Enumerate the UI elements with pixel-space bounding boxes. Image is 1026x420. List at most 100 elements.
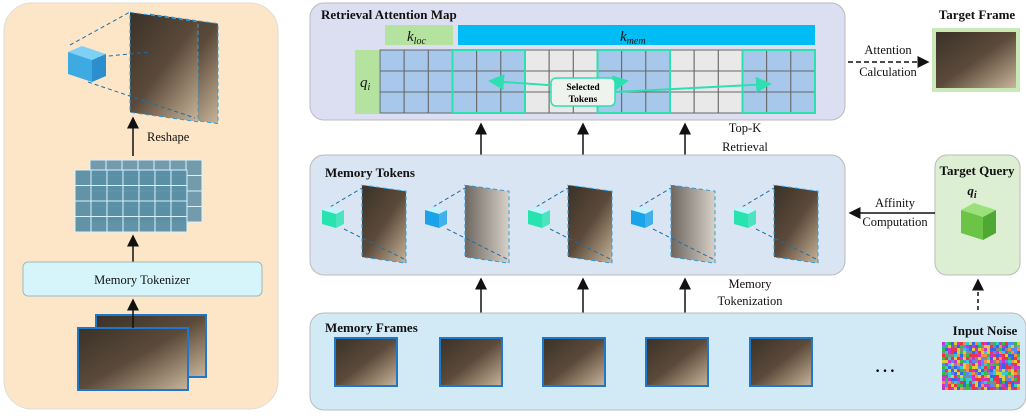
memory-tokenizer-box bbox=[22, 261, 263, 297]
attention-cell bbox=[693, 70, 719, 93]
target-frame-image bbox=[936, 32, 1016, 88]
target-query-panel: Target Query qi bbox=[934, 154, 1021, 276]
selected-tokens-label-2: Tokens bbox=[569, 95, 598, 105]
memory-token-items bbox=[322, 184, 819, 264]
attention-cell bbox=[403, 91, 429, 114]
memory-frames-panel: Memory Frames … Input Noise bbox=[309, 312, 1026, 411]
attention-cell bbox=[379, 70, 405, 93]
attention-cell bbox=[790, 49, 816, 72]
attention-cell bbox=[669, 49, 695, 72]
attention-cell bbox=[693, 91, 719, 114]
memory-frame bbox=[542, 337, 606, 387]
token-frame bbox=[567, 184, 613, 264]
retrieval-attention-map: Retrieval Attention Map kloc kmem qi Sel… bbox=[309, 2, 846, 121]
k-loc-header bbox=[385, 25, 453, 45]
left-panel: Reshape Memory Tokenizer bbox=[3, 2, 279, 410]
input-noise-image bbox=[942, 342, 1020, 390]
target-query-title: Target Query bbox=[940, 163, 1015, 178]
affinity-line2: Computation bbox=[862, 215, 928, 229]
attention-cell bbox=[524, 70, 550, 93]
memory-token-item bbox=[631, 184, 716, 264]
attention-calc-line2: Calculation bbox=[859, 65, 917, 79]
memory-token-item bbox=[734, 184, 819, 264]
attention-calc-line1: Attention bbox=[864, 43, 912, 57]
token-cube-icon bbox=[528, 206, 550, 214]
q-i-label: qi bbox=[360, 75, 371, 93]
memory-tokenization-line1: Memory bbox=[728, 277, 772, 291]
attention-cell bbox=[621, 91, 647, 114]
frames-ellipsis: … bbox=[874, 352, 896, 377]
top-k-line2: Retrieval bbox=[722, 140, 768, 154]
attention-cell bbox=[500, 91, 526, 114]
attention-cell bbox=[742, 70, 768, 93]
attention-cell bbox=[597, 49, 623, 72]
attention-cell bbox=[379, 91, 405, 114]
attention-cell bbox=[766, 91, 792, 114]
memory-tokenizer-label: Memory Tokenizer bbox=[94, 273, 191, 287]
attention-cell bbox=[476, 49, 502, 72]
attention-cell bbox=[524, 91, 550, 114]
attention-cell bbox=[742, 49, 768, 72]
input-noise-title: Input Noise bbox=[953, 323, 1018, 338]
memory-token-item bbox=[322, 184, 407, 264]
attention-cell bbox=[452, 70, 478, 93]
memory-token-item bbox=[425, 184, 510, 264]
attention-cell bbox=[548, 49, 574, 72]
attention-cell bbox=[427, 91, 454, 114]
attention-cell bbox=[572, 49, 598, 72]
token-frame bbox=[361, 184, 407, 264]
attention-cell bbox=[452, 91, 478, 114]
reshape-label: Reshape bbox=[147, 130, 190, 144]
token-frame bbox=[773, 184, 819, 264]
attention-cell bbox=[790, 70, 816, 93]
affinity-line1: Affinity bbox=[875, 196, 916, 210]
attention-cell bbox=[766, 49, 792, 72]
attention-cell bbox=[645, 91, 671, 114]
attention-cell bbox=[379, 49, 405, 72]
attention-cell bbox=[476, 91, 502, 114]
tokenization-arrows bbox=[475, 277, 691, 313]
memory-tokenization-line2: Tokenization bbox=[717, 294, 783, 308]
attention-cell bbox=[717, 70, 743, 93]
k-mem-header bbox=[458, 25, 815, 45]
token-cube-icon bbox=[425, 206, 447, 214]
attention-cell bbox=[427, 49, 454, 72]
reshaped-token-illustration bbox=[68, 11, 219, 125]
cube-icon bbox=[68, 46, 106, 82]
selected-tokens-callout bbox=[550, 77, 616, 107]
memory-frame bbox=[334, 337, 398, 387]
attention-cell bbox=[742, 91, 768, 114]
attention-cell bbox=[645, 49, 671, 72]
target-frame-title: Target Frame bbox=[939, 7, 1016, 22]
memory-token-item bbox=[528, 184, 613, 264]
attention-cell bbox=[452, 49, 478, 72]
memory-frame bbox=[439, 337, 503, 387]
memory-frame bbox=[749, 337, 813, 387]
attention-cell bbox=[500, 49, 526, 72]
token-cube-icon bbox=[322, 206, 344, 214]
attention-cell bbox=[717, 49, 743, 72]
attention-cell bbox=[621, 49, 647, 72]
attention-cell bbox=[790, 91, 816, 114]
memory-frames-title: Memory Frames bbox=[325, 320, 418, 335]
patch-token-grids bbox=[74, 159, 203, 233]
selected-token-group bbox=[741, 49, 816, 114]
attention-cell bbox=[427, 70, 454, 93]
attention-cell bbox=[766, 70, 792, 93]
memory-tokens-title: Memory Tokens bbox=[325, 165, 415, 180]
attention-cell bbox=[403, 49, 429, 72]
memory-frame bbox=[645, 337, 709, 387]
memory-frame-items bbox=[334, 337, 813, 387]
query-cube-icon bbox=[961, 203, 996, 240]
attention-cell bbox=[524, 49, 550, 72]
k-loc-label: kloc bbox=[407, 29, 426, 47]
attention-cell bbox=[403, 70, 429, 93]
top-k-line1: Top-K bbox=[729, 121, 761, 135]
token-frame bbox=[464, 184, 510, 264]
attention-map-title: Retrieval Attention Map bbox=[321, 7, 457, 22]
k-mem-label: kmem bbox=[620, 29, 646, 47]
attention-cell bbox=[693, 49, 719, 72]
attention-cell bbox=[717, 91, 743, 114]
input-frame-front bbox=[77, 327, 189, 391]
